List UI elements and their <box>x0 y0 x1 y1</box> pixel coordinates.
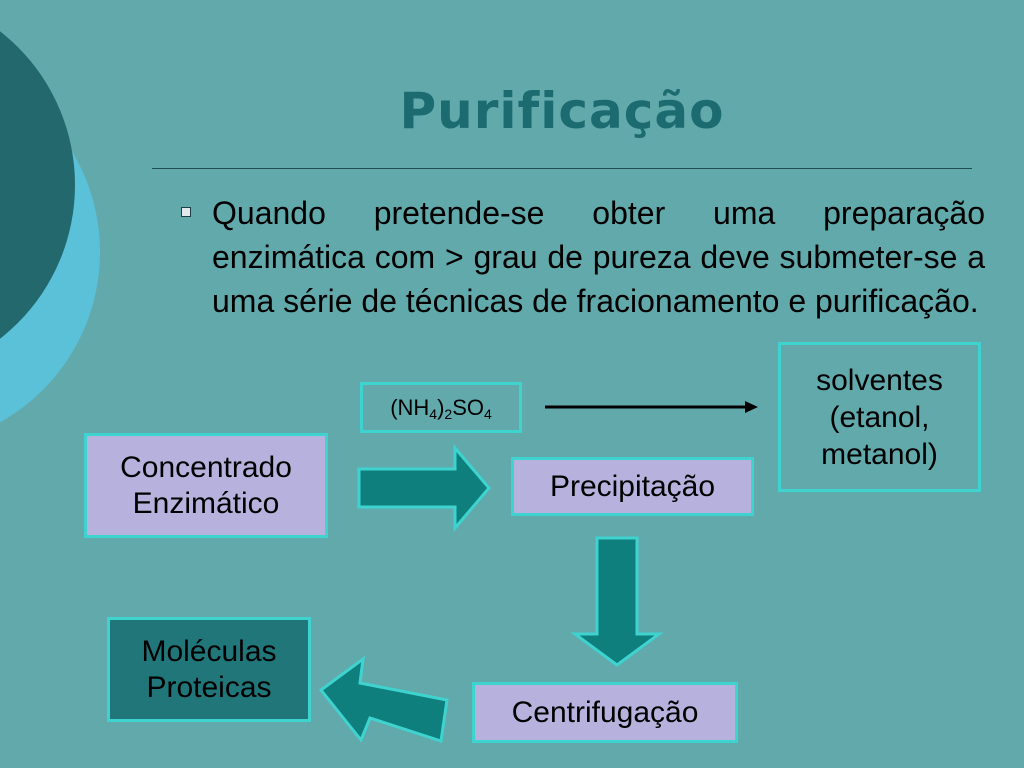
box-moleculas-line-2: Proteicas <box>146 670 272 704</box>
box-solventes-line-1: solventes <box>816 363 943 397</box>
arrow-down-icon <box>570 536 664 667</box>
box-solventes-line-2: (etanol, <box>829 400 930 434</box>
reagent-part-1: (NH <box>390 395 430 420</box>
reagent-sub-3: 4 <box>484 406 492 422</box>
reagent-sub-2: 2 <box>444 406 453 422</box>
box-precipitacao-label: Precipitação <box>549 469 716 503</box>
title-divider <box>152 168 972 169</box>
box-solventes: solventes (etanol, metanol) <box>778 342 981 492</box>
reagent-part-2: ) <box>437 395 445 420</box>
bullet-square-icon <box>181 207 191 217</box>
slide-title: Purificação <box>399 82 725 140</box>
reagent-part-3: SO <box>452 395 485 420</box>
reagent-sub-1: 4 <box>429 406 438 422</box>
box-centrifugacao-label: Centrifugação <box>511 695 699 729</box>
arrowhead-icon <box>745 401 758 413</box>
box-concentrado-line-1: Concentrado <box>120 450 292 484</box>
box-ammonium-sulfate: (NH4)2SO4 <box>360 382 522 433</box>
arrow-right-icon <box>357 443 491 533</box>
box-moleculas-line-1: Moléculas <box>141 634 277 668</box>
box-centrifugacao: Centrifugação <box>472 682 738 743</box>
bullet-text: Quando pretende-se obter uma preparação … <box>212 195 985 319</box>
arrow-left-icon <box>318 655 449 743</box>
box-precipitacao: Precipitação <box>511 457 754 516</box>
box-solventes-line-3: metanol) <box>821 437 938 471</box>
dark-circle-decoration <box>0 31 75 339</box>
box-concentrado-enzimatico: Concentrado Enzimático <box>84 433 328 538</box>
box-concentrado-line-2: Enzimático <box>132 486 280 520</box>
box-moleculas-proteicas: Moléculas Proteicas <box>107 617 311 722</box>
